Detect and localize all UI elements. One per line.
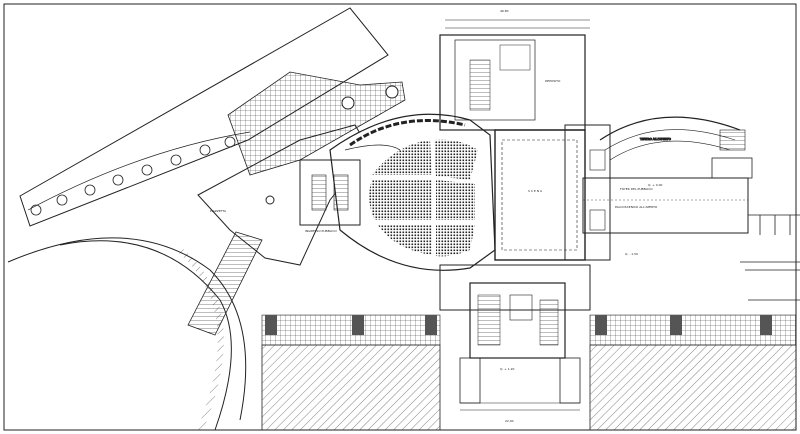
stair-core [333,174,349,211]
hatched-lot [261,314,797,431]
parking [740,214,800,301]
upper-tower [439,19,590,131]
stage: S C E N A [494,129,586,261]
access-ramp [187,231,263,336]
left-note: PIAZZETTA [210,209,227,213]
seating-block [369,139,478,257]
fountain [265,195,275,205]
level-label-c: Q. - 1.50 [625,252,638,256]
service-label: DEPOSITO [545,79,561,83]
tree [341,96,355,110]
dimension-bottom: 22.00 [505,419,514,423]
dimension-top: 46.80 [500,9,509,13]
foyer-label: PALCOSCENICO ALL'APERTO [615,205,658,209]
lobby-block [299,159,361,226]
lobby-label: INGRESSO PUBBLICO [305,229,337,233]
left-wing [197,124,371,266]
terrace-label: TEATRO ALL'APERTO [639,137,671,141]
stair-core [311,174,327,211]
foyer: PALCOSCENICO ALL'APERTO FOYER DEL PUBBLI… [582,177,749,234]
outdoor-theatre: TEATRO ALL'APERTO [599,116,753,179]
lower-block [439,264,591,411]
stage-label: S C E N A [528,189,543,193]
foyer-upper-label: FOYER DEL PUBBLICO [620,187,653,191]
level-label-a: Q. + 0.00 [648,183,663,187]
tree [385,85,399,99]
backstage [564,124,611,261]
level-label-b: Q. + 1.20 [500,367,515,371]
plaza-grid [227,71,406,176]
